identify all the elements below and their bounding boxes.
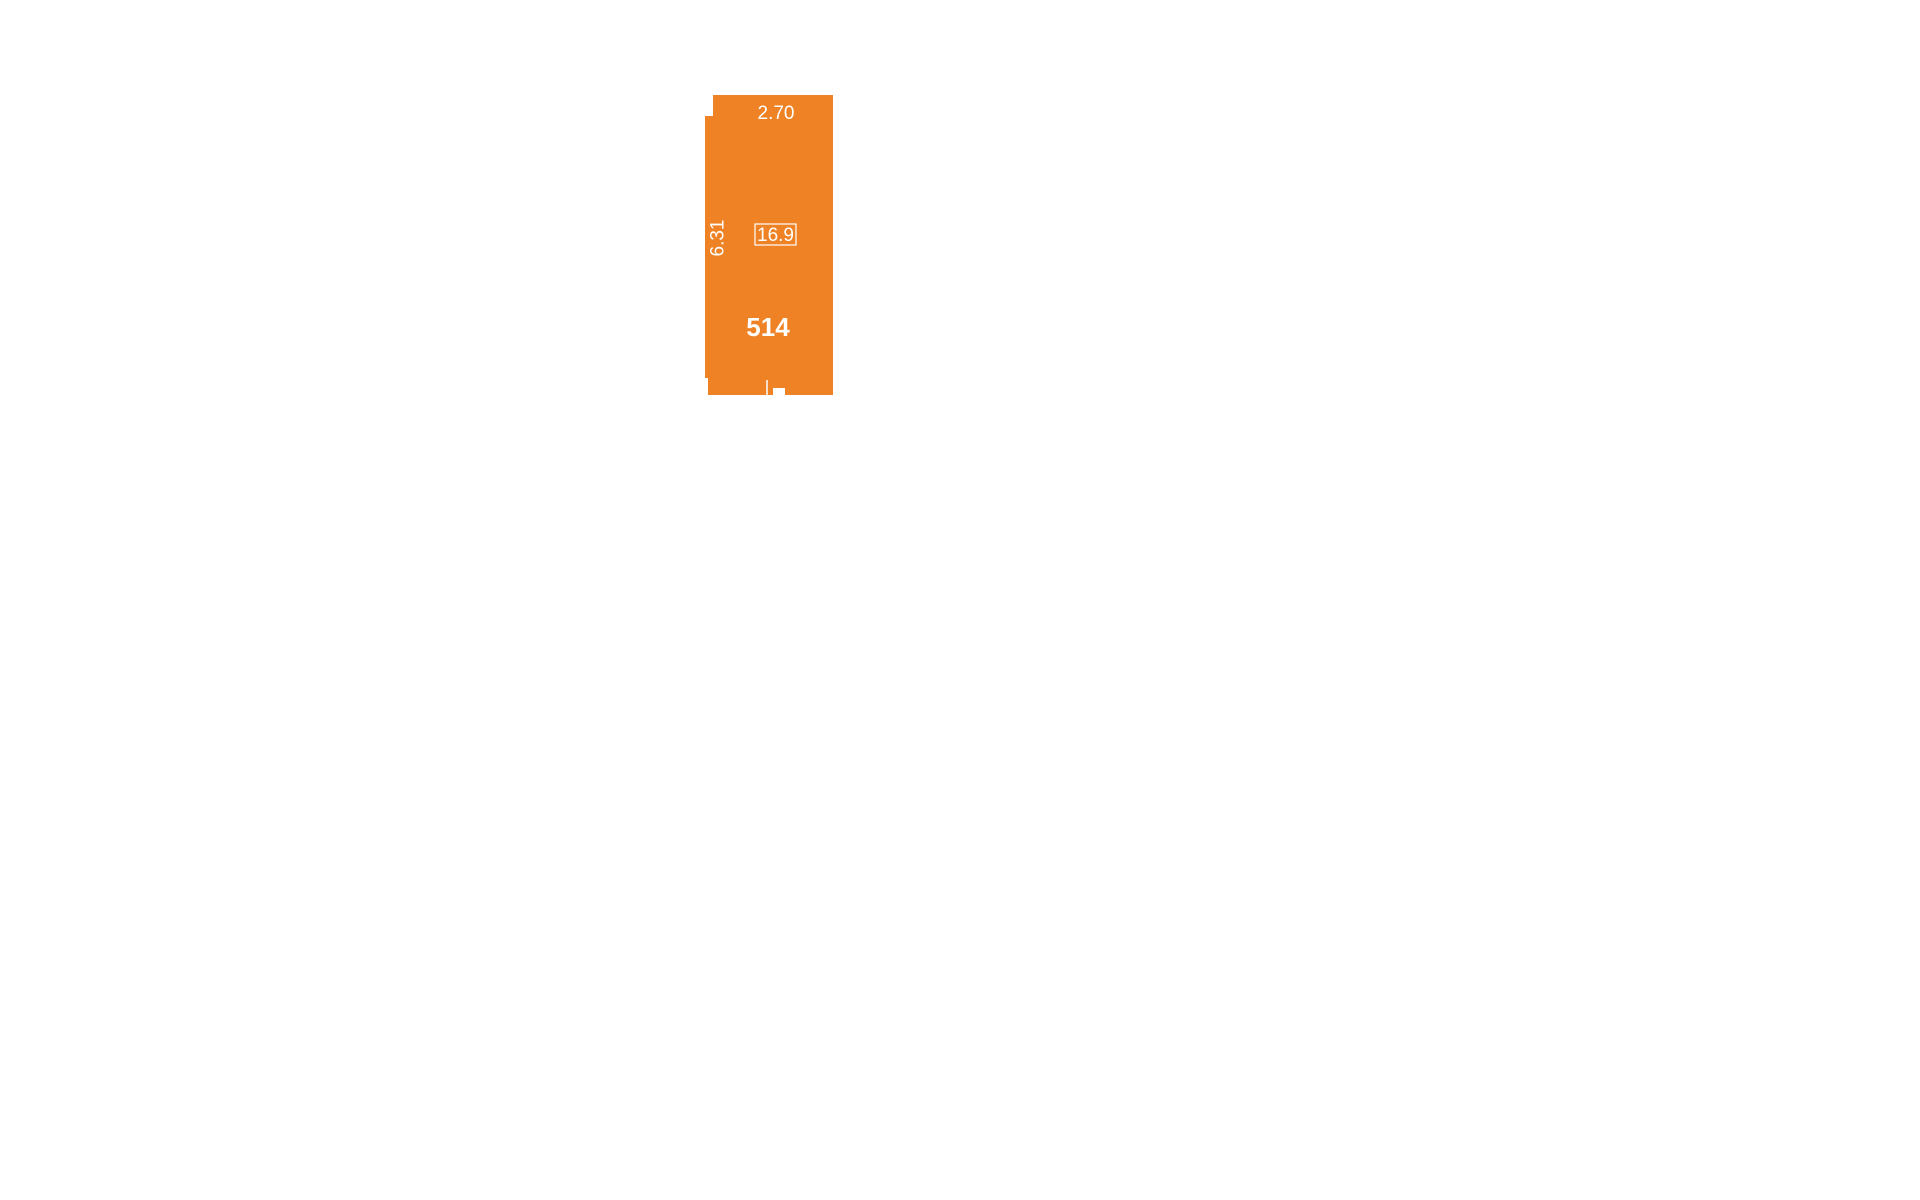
area-label: 16.9 — [757, 225, 794, 246]
width-dimension-label: 2.70 — [758, 103, 795, 124]
area-box — [754, 223, 797, 246]
unit-number-label: 514 — [746, 312, 790, 342]
length-dimension-label: 6.31 — [708, 220, 729, 257]
